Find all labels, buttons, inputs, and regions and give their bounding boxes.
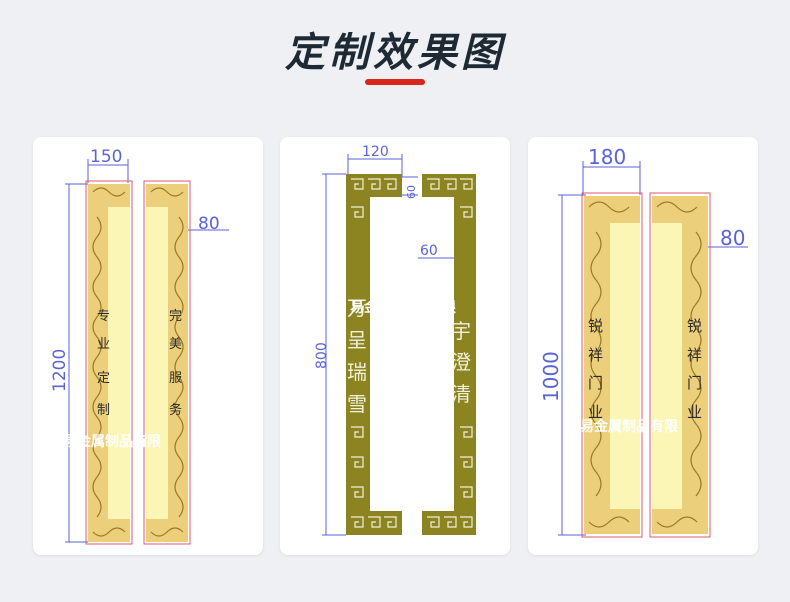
right-char-3: 清 [451, 382, 471, 406]
watermark: 易金属制品有限 [580, 418, 678, 435]
watermark-right: 有限 [428, 299, 456, 316]
left-char-2: 呈 [347, 328, 367, 352]
right-char-2: 澄 [451, 350, 471, 374]
dim-width: 120 [362, 144, 389, 160]
left-char-1: 锐 [588, 317, 603, 335]
dim-bar: 80 [720, 226, 745, 250]
card-design-1[interactable]: 150 80 1200 专 业 定 制 完 美 服 务 易金属制品有限 [33, 137, 263, 555]
watermark: 易金属制品有限 [63, 433, 161, 450]
dim-height: 1200 [50, 349, 70, 392]
left-char-3: 门 [588, 374, 603, 392]
right-char-2: 美 [169, 337, 182, 352]
left-char-2: 业 [97, 337, 110, 352]
door-handle-drawing-3: 180 80 1000 锐 祥 门 业 锐 祥 门 业 易金属制品有限 [539, 145, 748, 538]
right-char-1: 锐 [687, 317, 702, 335]
right-char-1: 完 [169, 309, 182, 324]
right-char-4: 业 [687, 403, 702, 421]
left-char-1: 专 [97, 309, 110, 324]
title-underline [365, 79, 425, 85]
left-char-2: 祥 [588, 346, 603, 364]
left-char-3: 瑞 [347, 360, 367, 384]
card-design-2[interactable]: 120 60 60 800 万 呈 瑞 雪 宇 澄 清 易金 有限 [280, 137, 510, 555]
left-char-4: 业 [588, 403, 603, 421]
door-handle-drawing-2: 120 60 60 800 万 呈 瑞 雪 宇 澄 清 易金 有限 [314, 144, 476, 536]
dim-width: 150 [90, 147, 122, 167]
right-char-1: 宇 [451, 319, 471, 343]
right-char-2: 祥 [687, 346, 702, 364]
right-char-3: 门 [687, 374, 702, 392]
left-char-4: 雪 [347, 392, 367, 416]
dim-top: 60 [405, 185, 418, 199]
dim-height: 1000 [539, 351, 563, 402]
card-design-3[interactable]: 180 80 1000 锐 祥 门 业 锐 祥 门 业 易金属制品有限 [528, 137, 758, 555]
door-handle-drawing-1: 150 80 1200 专 业 定 制 完 美 服 务 易金属制品有限 [50, 147, 229, 545]
dim-bar: 80 [198, 214, 220, 234]
left-char-1: 万 [347, 296, 367, 320]
right-char-3: 服 [169, 371, 182, 386]
dim-width: 180 [588, 145, 626, 169]
dim-bar: 60 [420, 243, 438, 259]
watermark-left: 易金 [350, 299, 379, 316]
dim-height: 800 [314, 342, 330, 369]
left-char-4: 制 [97, 403, 110, 418]
left-char-3: 定 [97, 371, 110, 386]
page-title: 定制效果图 [285, 30, 505, 76]
right-char-4: 务 [169, 402, 182, 418]
